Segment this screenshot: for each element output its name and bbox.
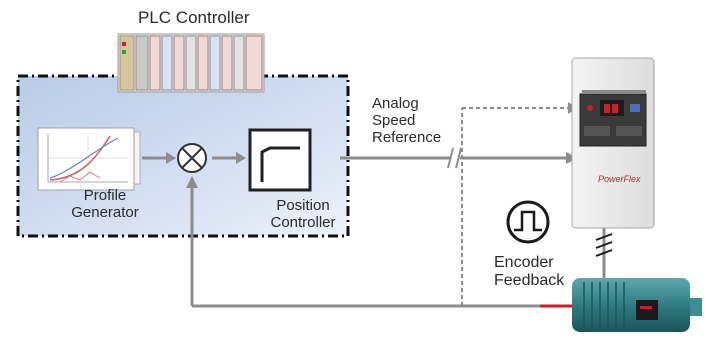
square-pulse-icon xyxy=(506,200,550,244)
profile-generator-label: Profile Generator xyxy=(71,187,139,221)
plc-rack-icon xyxy=(117,33,265,93)
step-response-icon xyxy=(248,128,312,192)
encoder-feedback-label: Encoder Feedback xyxy=(494,254,565,289)
profile-curve-icon xyxy=(37,127,141,191)
drive-brand-label: PowerFlex xyxy=(598,174,641,184)
line-break-mark xyxy=(447,147,462,169)
vfd-drive-icon: PowerFlex xyxy=(571,57,655,229)
analog-speed-reference-label: Analog Speed Reference xyxy=(372,95,442,146)
plc-controller-label: PLC Controller xyxy=(138,8,250,27)
encoder-dashed-path xyxy=(461,107,572,306)
cable-tick-marks xyxy=(595,233,613,257)
summing-junction-icon xyxy=(177,143,207,173)
motor-icon xyxy=(572,278,702,332)
position-controller-label: Position Controller xyxy=(270,197,336,231)
